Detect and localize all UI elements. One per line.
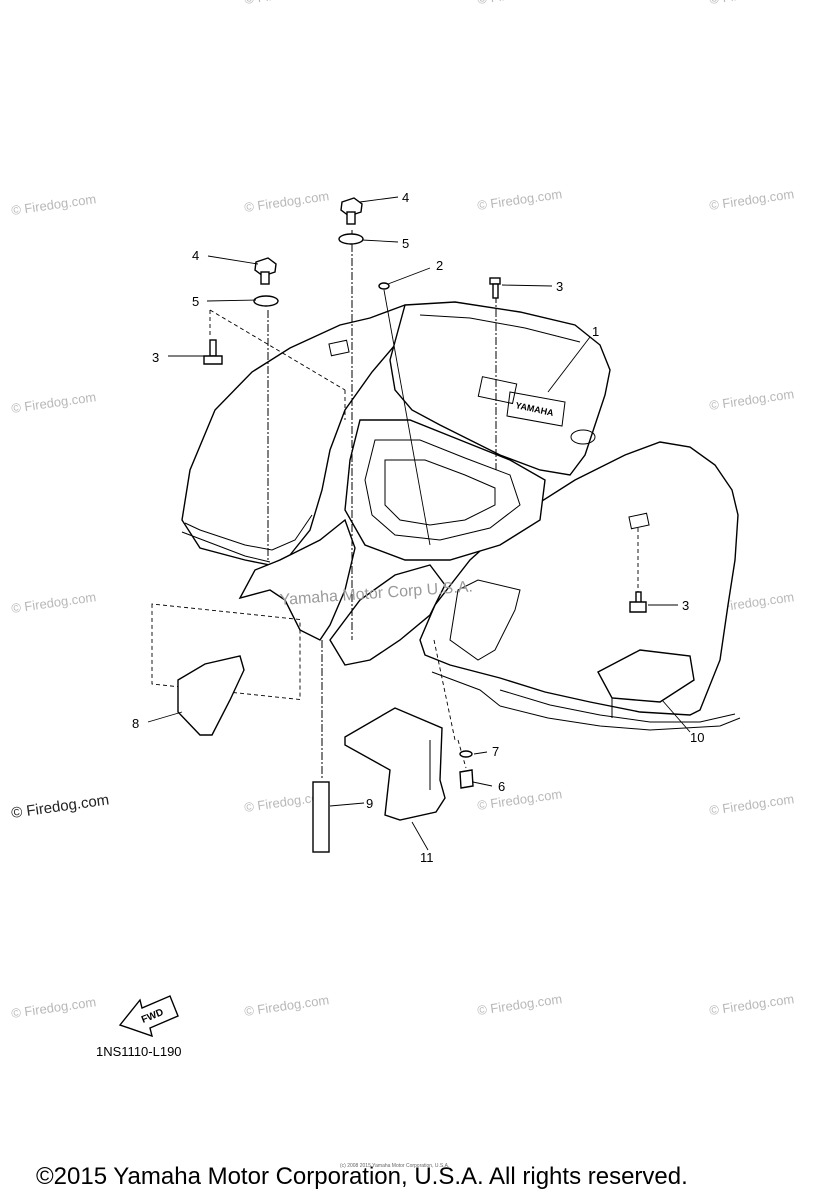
washer-part-5-left — [253, 295, 279, 307]
panel-part-11 — [344, 707, 446, 821]
callout-6: 6 — [498, 779, 505, 794]
callout-4: 4 — [192, 248, 199, 263]
watermark: © Firedog.com — [243, 188, 330, 215]
screw-part-3-top — [489, 277, 501, 299]
watermark: © Firedog.com — [708, 386, 795, 413]
watermark: © Firedog.com — [476, 786, 563, 813]
watermark: © Firedog.com — [476, 991, 563, 1018]
watermark: © Firedog.com — [243, 0, 330, 7]
callout-1: 1 — [592, 324, 599, 339]
watermark: © Firedog.com — [708, 0, 795, 7]
cover-part-10 — [597, 649, 695, 718]
callout-5: 5 — [192, 294, 199, 309]
bolt-part-4-right — [340, 197, 363, 225]
rear-fender-part-1: YAMAHA — [181, 301, 741, 731]
callout-7: 7 — [492, 744, 499, 759]
callout-3: 3 — [556, 279, 563, 294]
assembly-lines — [209, 230, 639, 780]
screw-part-3-right — [629, 591, 647, 613]
bolt-part-4-left — [254, 257, 277, 285]
callout-5: 5 — [402, 236, 409, 251]
watermark: © Firedog.com — [10, 791, 110, 822]
callout-4: 4 — [402, 190, 409, 205]
plate-part-9 — [312, 781, 330, 853]
watermark: © Firedog.com — [708, 991, 795, 1018]
washer-part-5-right — [338, 233, 364, 245]
diagram-code: 1NS1110-L190 — [96, 1044, 182, 1059]
watermark: © Firedog.com — [10, 389, 97, 416]
watermark: © Firedog.com — [708, 791, 795, 818]
nut-part-6 — [459, 769, 474, 789]
copyright-notice: ©2015 Yamaha Motor Corporation, U.S.A. A… — [36, 1163, 688, 1190]
callout-2: 2 — [436, 258, 443, 273]
callout-10: 10 — [690, 730, 704, 745]
callout-3: 3 — [682, 598, 689, 613]
watermark: © Firedog.com — [708, 186, 795, 213]
fwd-arrow-icon: FWD — [118, 995, 179, 1038]
watermark: © Firedog.com — [10, 589, 97, 616]
callout-11: 11 — [420, 850, 434, 865]
watermark: © Firedog.com — [243, 992, 330, 1019]
callout-9: 9 — [366, 796, 373, 811]
callout-3: 3 — [152, 350, 159, 365]
grommet-part-2 — [378, 282, 390, 290]
screw-part-3-left — [203, 339, 223, 365]
callout-8: 8 — [132, 716, 139, 731]
watermark: © Firedog.com — [10, 191, 97, 218]
watermark: © Firedog.com — [476, 186, 563, 213]
callout-leaders — [147, 196, 691, 851]
watermark: © Firedog.com — [10, 994, 97, 1021]
copyright-small: (c) 2008 2015 Yamaha Motor Corporation, … — [340, 1163, 450, 1169]
watermark: © Firedog.com — [476, 0, 563, 7]
mud-guard-part-8 — [151, 603, 301, 736]
clip-part-7 — [459, 750, 473, 758]
callout-numbers: 1 2 3 3 3 4 4 5 5 6 7 8 9 10 11 — [132, 190, 704, 865]
